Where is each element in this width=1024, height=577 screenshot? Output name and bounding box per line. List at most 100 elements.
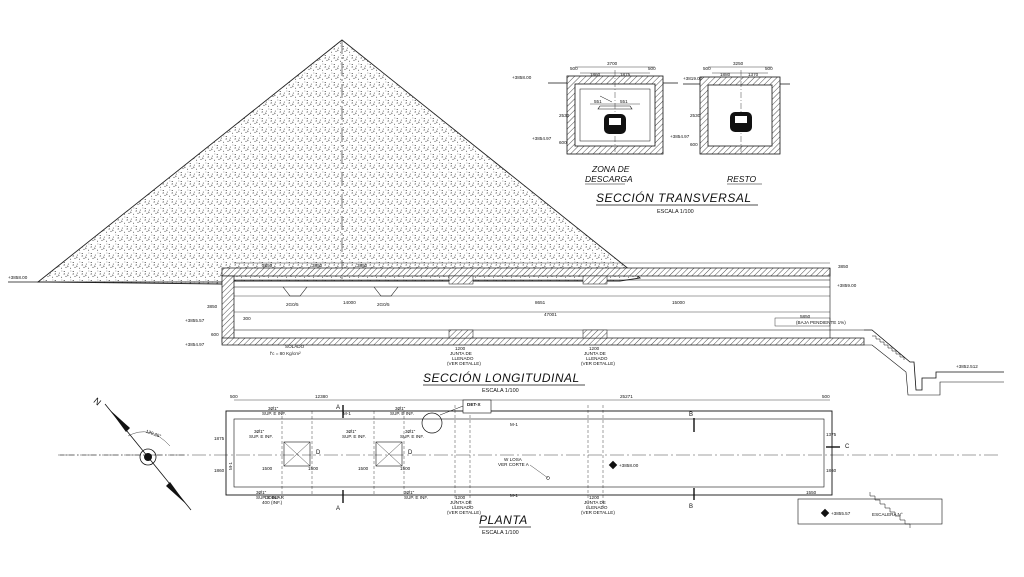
plan-junta-dim-2: 1200 [589, 495, 600, 500]
plan-bar-6: 3Ø1" [256, 490, 267, 495]
long-junta-1-line1: JUNTA DE [450, 351, 472, 356]
plan-level-marker-icon [608, 460, 618, 470]
long-level-bottom: +3854.97 [185, 342, 205, 347]
zona-dim-bottom: 600 [559, 140, 567, 145]
plan-sup-4: SUP. E INF. [342, 434, 366, 439]
plan-bar-1: 3Ø1" [268, 406, 279, 411]
long-junta-2-line3: (VER DETALLE) [581, 361, 615, 366]
plan-sup-3: SUP. E INF. [249, 434, 273, 439]
zona-label-line1: ZONA DE [591, 164, 630, 174]
long-junta-dim-1: 1200 [455, 346, 466, 351]
long-dim-top-1: 3850 [262, 263, 273, 268]
plan-junta-2-line1: JUNTA DE [584, 500, 606, 505]
long-level-left: +3858.00 [8, 275, 28, 280]
title-seccion-transversal: SECCIÓN TRANSVERSAL [596, 190, 752, 205]
plan-sup-5: SUP. E INF. [400, 434, 424, 439]
plan-dim-1550: 1550 [806, 490, 817, 495]
long-level-mid: +3855.57 [185, 318, 205, 323]
resto-dim-outer-left: 500 [703, 66, 711, 71]
plan-dim-1500-2: 1500 [308, 466, 319, 471]
plan-dim-1500-4: 1500 [400, 466, 411, 471]
plan-m1-2: M-1 [510, 422, 518, 427]
plan-dim-right-1: 1375 [826, 432, 837, 437]
long-junta-2-line2: LLENADO [586, 356, 608, 361]
long-dim-300: 300 [243, 316, 251, 321]
long-level-far: +3852.512 [956, 364, 978, 369]
zona-level-bottom: +3854.97 [532, 136, 552, 141]
escalera-level-marker-icon [820, 508, 830, 518]
cross-section-zona-descarga: 3700 1860 1875 500 500 551 551 2530 600 … [512, 61, 678, 185]
plan-label-a-bottom: A [336, 506, 340, 512]
compass-north: N [92, 396, 103, 408]
resto-dim-right-half: 1370 [748, 72, 759, 77]
long-dim-top-2: 3850 [312, 263, 323, 268]
long-dim-5850: 5850 [800, 314, 811, 319]
long-dim-top-3: 3850 [357, 263, 368, 268]
resto-dim-left-half: 1880 [720, 72, 731, 77]
zona-dim-side: 2530 [559, 113, 570, 118]
plan-bar-7: 3Ø1" [404, 490, 415, 495]
plan-junta-2-line2: LLENADO [586, 505, 608, 510]
plan-sup-7: SUP. E INF. [404, 495, 428, 500]
plan-junta-dim-1: 1200 [455, 495, 466, 500]
long-dim-top-right: 3850 [838, 264, 849, 269]
cross-section-resto: 3250 1880 1370 500 500 2530 600 +3819.00… [670, 61, 790, 185]
material-pile [36, 39, 642, 285]
plan-losa-2: VER CORTE A [498, 462, 530, 467]
plan-det-x: DET-X [467, 402, 481, 407]
plan-label-b-top: B [689, 412, 693, 418]
plan-junta-2-line3: (VER DETALLE) [581, 510, 615, 515]
long-dim-row-2: 8651 [535, 300, 546, 305]
resto-level-bottom: +3854.97 [670, 134, 690, 139]
plan-label-d-1: D [316, 450, 321, 456]
zona-dim-top: 3700 [607, 61, 618, 66]
compass-angle: 120.25° [145, 429, 162, 439]
scale-longitudinal: ESCALA 1/100 [482, 388, 519, 394]
plan-dim-side-1: 1875 [214, 436, 225, 441]
plan-m1-3: M-1 [510, 493, 518, 498]
plan-label-c: C [845, 444, 850, 450]
plan-dim-1500-3: 1500 [358, 466, 369, 471]
zona-dim-outer-left: 500 [570, 66, 578, 71]
plan-junta-1-line3: (VER DETALLE) [447, 510, 481, 515]
zona-label-line2: DESCARGA [585, 174, 633, 184]
long-dim-total: 47001 [544, 312, 557, 317]
plan-sup-6: SUP. E INF. [256, 495, 280, 500]
long-level-right: +3859.00 [837, 283, 857, 288]
plan-dim-500-left: 500 [230, 394, 238, 399]
long-dim-feed-1: 2G0/5 [286, 302, 299, 307]
plan-dim-right-2: 1860 [826, 468, 837, 473]
plan-sup-2: SUP. E INF. [390, 411, 414, 416]
resto-label: RESTO [727, 174, 757, 184]
resto-dim-side: 2530 [690, 113, 701, 118]
plan-bar-4: 3Ø1" [346, 429, 357, 434]
long-junta-1-line2: LLENADO [452, 356, 474, 361]
zona-dim-h1: 551 [594, 99, 602, 104]
title-planta: PLANTA [479, 513, 528, 527]
plan-losa-1: W LOSA [504, 457, 523, 462]
zona-level-top: +3858.00 [512, 75, 532, 80]
plan-level-escalera: +3855.57 [831, 511, 851, 516]
plan-label-b-bottom: B [689, 504, 693, 510]
plan-level-center: +3858.00 [619, 463, 639, 468]
plan-doblar-1: DOBLAR [265, 495, 285, 500]
resto-dim-bottom: 600 [690, 142, 698, 147]
long-junta-2-line1: JUNTA DE [584, 351, 606, 356]
long-dim-feed-2: 2G0/5 [377, 302, 390, 307]
plan-dim-top-2: 25271 [620, 394, 633, 399]
plan-bar-2: 3Ø1" [395, 406, 406, 411]
long-solado: SOLADO [285, 344, 305, 349]
plan-doblar-2: 400 (INF.) [262, 500, 283, 505]
plan-junta-1-line2: LLENADO [452, 505, 474, 510]
plan-sup-1: SUP. E INF. [262, 411, 286, 416]
long-dim-3850: 3850 [207, 304, 218, 309]
long-fc: f'c = 80 Kg/cm² [270, 351, 301, 356]
resto-dim-outer-right: 500 [765, 66, 773, 71]
plan-m1-left: M-1 [228, 462, 233, 470]
zona-dim-right-half: 1875 [620, 72, 631, 77]
long-dim-row-1: 14000 [343, 300, 356, 305]
long-pendiente: (BAJA PENDIENTE 1%) [796, 320, 846, 325]
plan-label-a-top: A [336, 405, 340, 411]
long-dim-row-3: 15000 [672, 300, 685, 305]
